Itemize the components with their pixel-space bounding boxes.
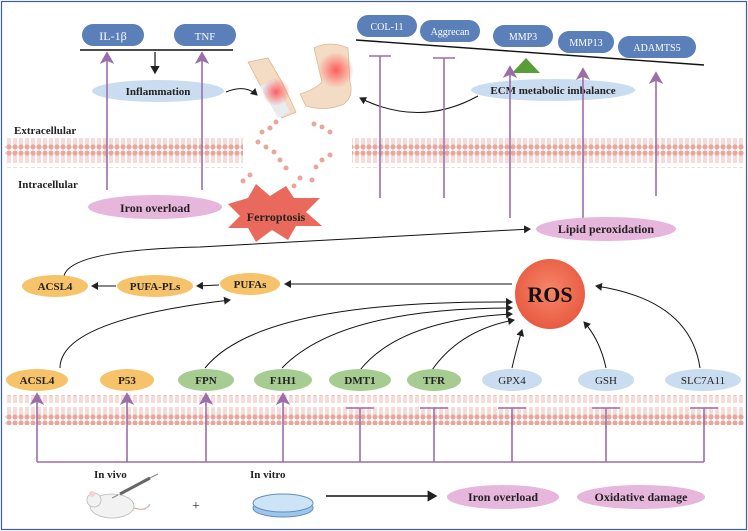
ecm-imbalance-label: ECM metabolic imbalance — [490, 85, 615, 97]
membrane-bottom — [5, 395, 744, 425]
top-purple-lines — [99, 51, 664, 218]
lipid-peroxidation-ellipse — [536, 217, 676, 241]
aggrecan-label: Aggrecan — [431, 27, 470, 38]
joint-illustration — [299, 43, 354, 109]
inflammation-label: Inflammation — [126, 86, 191, 98]
inflammation-ellipse — [92, 80, 224, 102]
oxidative-damage-ellipse — [577, 485, 705, 509]
arrow-to-knee — [225, 87, 258, 96]
gpx4-label: GPX4 — [498, 375, 526, 387]
syringe-icon — [111, 473, 159, 499]
iron-overload-bottom-label: Iron overload — [468, 490, 538, 504]
in-vitro-label: In vitro — [250, 469, 286, 481]
tnf-label: TNF — [195, 31, 216, 43]
gpx4-ellipse — [482, 369, 542, 391]
intracellular-label: Intracellular — [18, 179, 78, 191]
iron-overload-top-label: Iron overload — [120, 201, 190, 215]
p53-ellipse — [100, 369, 154, 391]
plus-sign: + — [192, 499, 200, 514]
fpn-label: FPN — [195, 375, 216, 387]
aggrecan-pill — [420, 20, 480, 42]
acsl4-top-ellipse — [22, 275, 88, 297]
tfr-ellipse — [407, 369, 461, 391]
tfr-label: TFR — [423, 375, 446, 387]
adamts5-pill — [618, 36, 696, 58]
il1b-pill — [82, 24, 144, 46]
arrows-to-ros — [59, 282, 701, 371]
oxidative-damage-label: Oxidative damage — [595, 490, 689, 504]
ros-circle — [515, 259, 585, 329]
acsl4-bottom-ellipse — [6, 369, 68, 391]
mmp13-pill — [558, 31, 614, 53]
acsl4-bottom-label: ACSL4 — [20, 375, 55, 387]
membrane-top-right — [352, 138, 744, 168]
mmp3-label: MMP3 — [509, 32, 537, 43]
membrane-fragments — [240, 119, 333, 189]
mmp3-pill — [493, 25, 553, 47]
fpn-ellipse — [178, 369, 234, 391]
gsh-label: GSH — [595, 375, 617, 387]
ecm-balance-bar — [355, 39, 705, 66]
bottom-factors: ACSL4 P53 FPN F1H1 DMT1 TFR GPX4 GSH SLC… — [6, 369, 741, 391]
f1h1-ellipse — [254, 369, 312, 391]
ecm-imbalance-ellipse — [471, 79, 635, 101]
col11-label: COL-11 — [371, 22, 404, 33]
knee-illustration — [247, 57, 297, 119]
iron-overload-bottom-ellipse — [447, 485, 559, 509]
pufa-pls-label: PUFA-PLs — [130, 281, 181, 293]
pufas-label: PUFAs — [234, 279, 268, 291]
mouse-icon — [86, 491, 151, 519]
arrow-acsl4-to-lipid — [63, 225, 531, 277]
f1h1-label: F1H1 — [270, 375, 296, 387]
p53-label: P53 — [118, 375, 136, 387]
pufas-ellipse — [220, 273, 280, 295]
pufa-pls-ellipse — [117, 275, 193, 297]
lipid-peroxidation-label: Lipid peroxidation — [558, 222, 654, 236]
ferroptosis-star — [228, 184, 322, 242]
dmt1-ellipse — [329, 369, 391, 391]
balance-fulcrum — [512, 58, 540, 73]
slc7a11-ellipse — [665, 369, 741, 391]
col11-pill — [357, 15, 417, 37]
tnf-pill — [174, 24, 236, 46]
ferroptosis-label: Ferroptosis — [247, 210, 306, 224]
dmt1-label: DMT1 — [344, 375, 375, 387]
arrow-to-joint — [359, 95, 479, 113]
in-vivo-label: In vivo — [94, 469, 127, 481]
iron-overload-top-ellipse — [88, 195, 222, 219]
arrow-pufas-to-pufapls — [196, 281, 220, 290]
gsh-ellipse — [578, 369, 634, 391]
slc7a11-label: SLC7A11 — [681, 375, 725, 387]
membrane-top-left — [5, 138, 243, 168]
extracellular-label: Extracellular — [14, 125, 76, 137]
ecm-factors: COL-11 Aggrecan MMP3 MMP13 ADAMTS5 — [357, 15, 696, 58]
adamts5-label: ADAMTS5 — [633, 43, 680, 54]
il1b-label: IL-1β — [99, 29, 126, 43]
mmp13-label: MMP13 — [569, 38, 602, 49]
petri-dish-icon — [252, 493, 314, 518]
acsl4-top-label: ACSL4 — [38, 281, 73, 293]
ros-label: ROS — [527, 282, 572, 307]
bottom-purple-lines — [29, 392, 718, 463]
